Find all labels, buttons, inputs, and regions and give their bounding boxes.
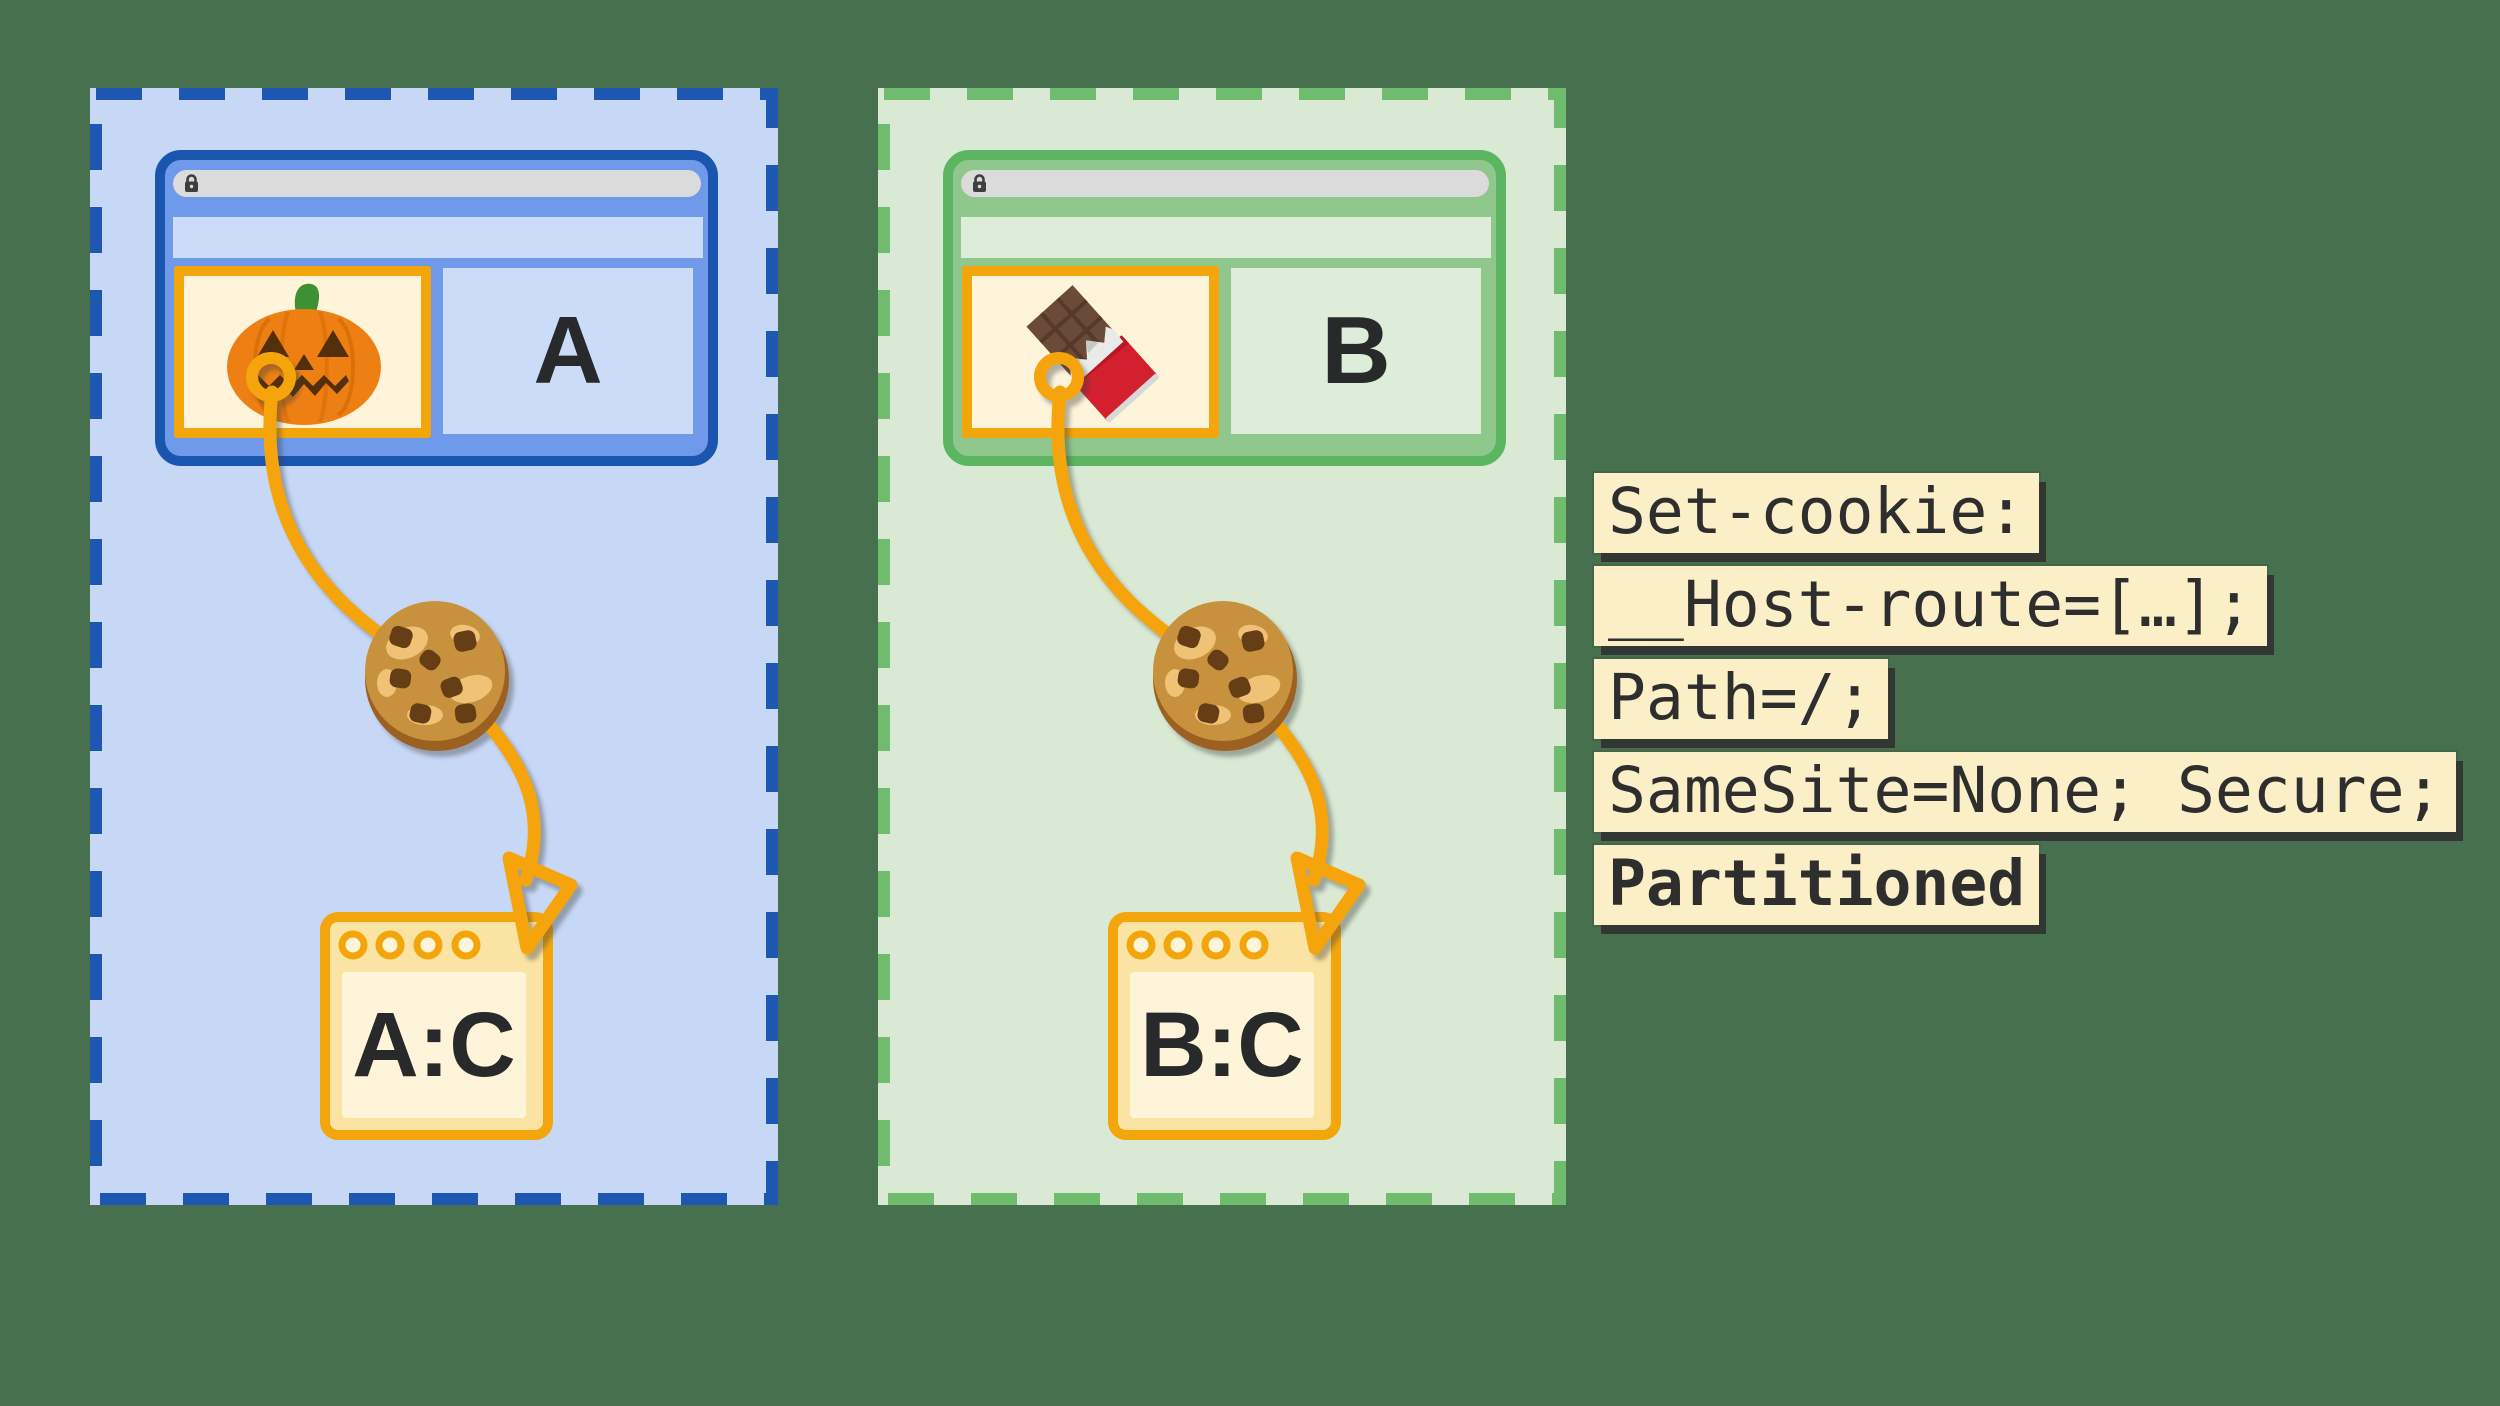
- code-line: SameSite=None; Secure;: [1594, 752, 2457, 832]
- jar-dots: [338, 930, 481, 960]
- code-line: Set-cookie:: [1594, 473, 2040, 553]
- jar-dots: [1126, 930, 1269, 960]
- toolbar-row-a: [173, 217, 703, 258]
- site-page-b: B: [1231, 268, 1481, 434]
- cookie-jar-a: A:C: [320, 912, 553, 1140]
- arrowhead-icon: [502, 851, 578, 955]
- cookie-icon: [1153, 601, 1297, 751]
- jar-label-b: B:C: [1140, 994, 1304, 1096]
- cookie-icon: [365, 601, 509, 751]
- jar-partition-key-b: B:C: [1130, 972, 1314, 1118]
- chocolate-bar-icon: [1025, 285, 1159, 423]
- cookie-string-b: [1034, 352, 1366, 955]
- toolbar-row-b: [961, 217, 1491, 258]
- string-ring-icon: [246, 352, 296, 402]
- address-bar-b: [961, 170, 1489, 197]
- jar-partition-key-a: A:C: [342, 972, 526, 1118]
- site-label-a: A: [533, 297, 603, 404]
- browser-window-b: B: [943, 150, 1506, 466]
- lock-icon: [185, 174, 198, 192]
- code-line: Path=/;: [1594, 659, 1888, 739]
- embedded-iframe-b: [962, 266, 1219, 438]
- partition-site-a: A A:C: [90, 88, 778, 1205]
- site-label-b: B: [1321, 297, 1391, 404]
- string-ring-icon: [1034, 352, 1084, 402]
- code-line-partitioned: Partitioned: [1594, 845, 2040, 925]
- code-line: __Host-route=[…];: [1594, 566, 2267, 646]
- cookie-jar-b: B:C: [1108, 912, 1341, 1140]
- partition-site-b: B B:C: [878, 88, 1566, 1205]
- address-bar-a: [173, 170, 701, 197]
- arrowhead-icon: [1290, 851, 1366, 955]
- set-cookie-header-block: Set-cookie: __Host-route=[…]; Path=/; Sa…: [1594, 473, 2457, 938]
- cookie-string-a: [246, 352, 578, 955]
- lock-icon: [973, 174, 986, 192]
- jar-label-a: A:C: [352, 994, 516, 1096]
- site-page-a: A: [443, 268, 693, 434]
